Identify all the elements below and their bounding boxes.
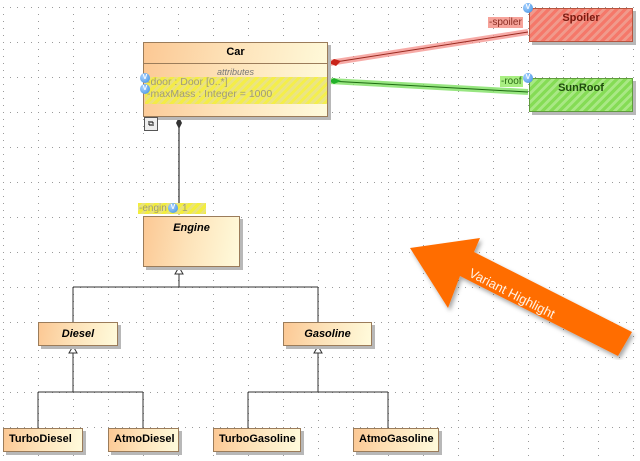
class-name: AtmoGasoline: [359, 433, 434, 445]
role-roof: -roof: [500, 76, 523, 87]
variant-badge-icon: V: [523, 73, 533, 83]
class-name: Gasoline: [304, 328, 351, 340]
attribute-door[interactable]: -door : Door [0..*]: [147, 76, 228, 88]
variant-badge-icon: V: [168, 203, 178, 213]
class-name: Spoiler: [562, 12, 600, 24]
class-spoiler[interactable]: Spoiler: [529, 8, 633, 42]
variant-highlight-callout[interactable]: Variant Highlight: [404, 224, 640, 360]
diagram-link-icon[interactable]: ⧉: [144, 117, 158, 131]
attribute-maxmass[interactable]: -maxMass : Integer = 1000: [147, 88, 273, 100]
aggregation-diamond-sunroof: [329, 78, 341, 84]
class-name: AtmoDiesel: [114, 433, 175, 445]
class-name: Engine: [173, 222, 210, 234]
class-name: TurboGasoline: [219, 433, 296, 445]
association-car-spoiler[interactable]: [328, 31, 529, 64]
class-car[interactable]: Car attributes -door : Door [0..*] -maxM…: [140, 42, 328, 117]
generalization-arrow-diesel: [68, 344, 78, 354]
role-spoiler: -spoiler: [488, 17, 523, 28]
class-name: TurboDiesel: [9, 433, 72, 445]
generalization-arrow-engine: [174, 265, 184, 275]
attributes-section-label: attributes: [216, 67, 255, 77]
attributes-highlight: [145, 77, 327, 104]
role-multiplicity: 1: [182, 203, 188, 214]
class-gasoline[interactable]: Gasoline: [283, 322, 372, 346]
class-turbodiesel[interactable]: TurboDiesel: [3, 428, 83, 452]
class-sunroof[interactable]: SunRoof: [529, 78, 633, 112]
variant-badge-icon: V: [140, 84, 150, 94]
association-car-sunroof[interactable]: [328, 80, 529, 93]
composition-diamond: [176, 117, 182, 129]
variant-badge-icon: V: [523, 3, 533, 13]
aggregation-diamond-spoiler: [329, 59, 341, 66]
variant-badge-icon: V: [140, 73, 150, 83]
class-atmogasoline[interactable]: AtmoGasoline: [353, 428, 439, 452]
role-name: -engin: [139, 203, 167, 214]
class-atmodiesel[interactable]: AtmoDiesel: [108, 428, 179, 452]
class-engine[interactable]: Engine: [143, 216, 240, 267]
generalization-arrow-gasoline: [313, 344, 323, 354]
class-name: Diesel: [61, 328, 95, 340]
callout-arrow-shape: [410, 238, 632, 356]
class-diesel[interactable]: Diesel: [38, 322, 118, 346]
class-name: Car: [144, 43, 327, 64]
class-turbogasoline[interactable]: TurboGasoline: [213, 428, 301, 452]
class-name: SunRoof: [558, 82, 604, 94]
